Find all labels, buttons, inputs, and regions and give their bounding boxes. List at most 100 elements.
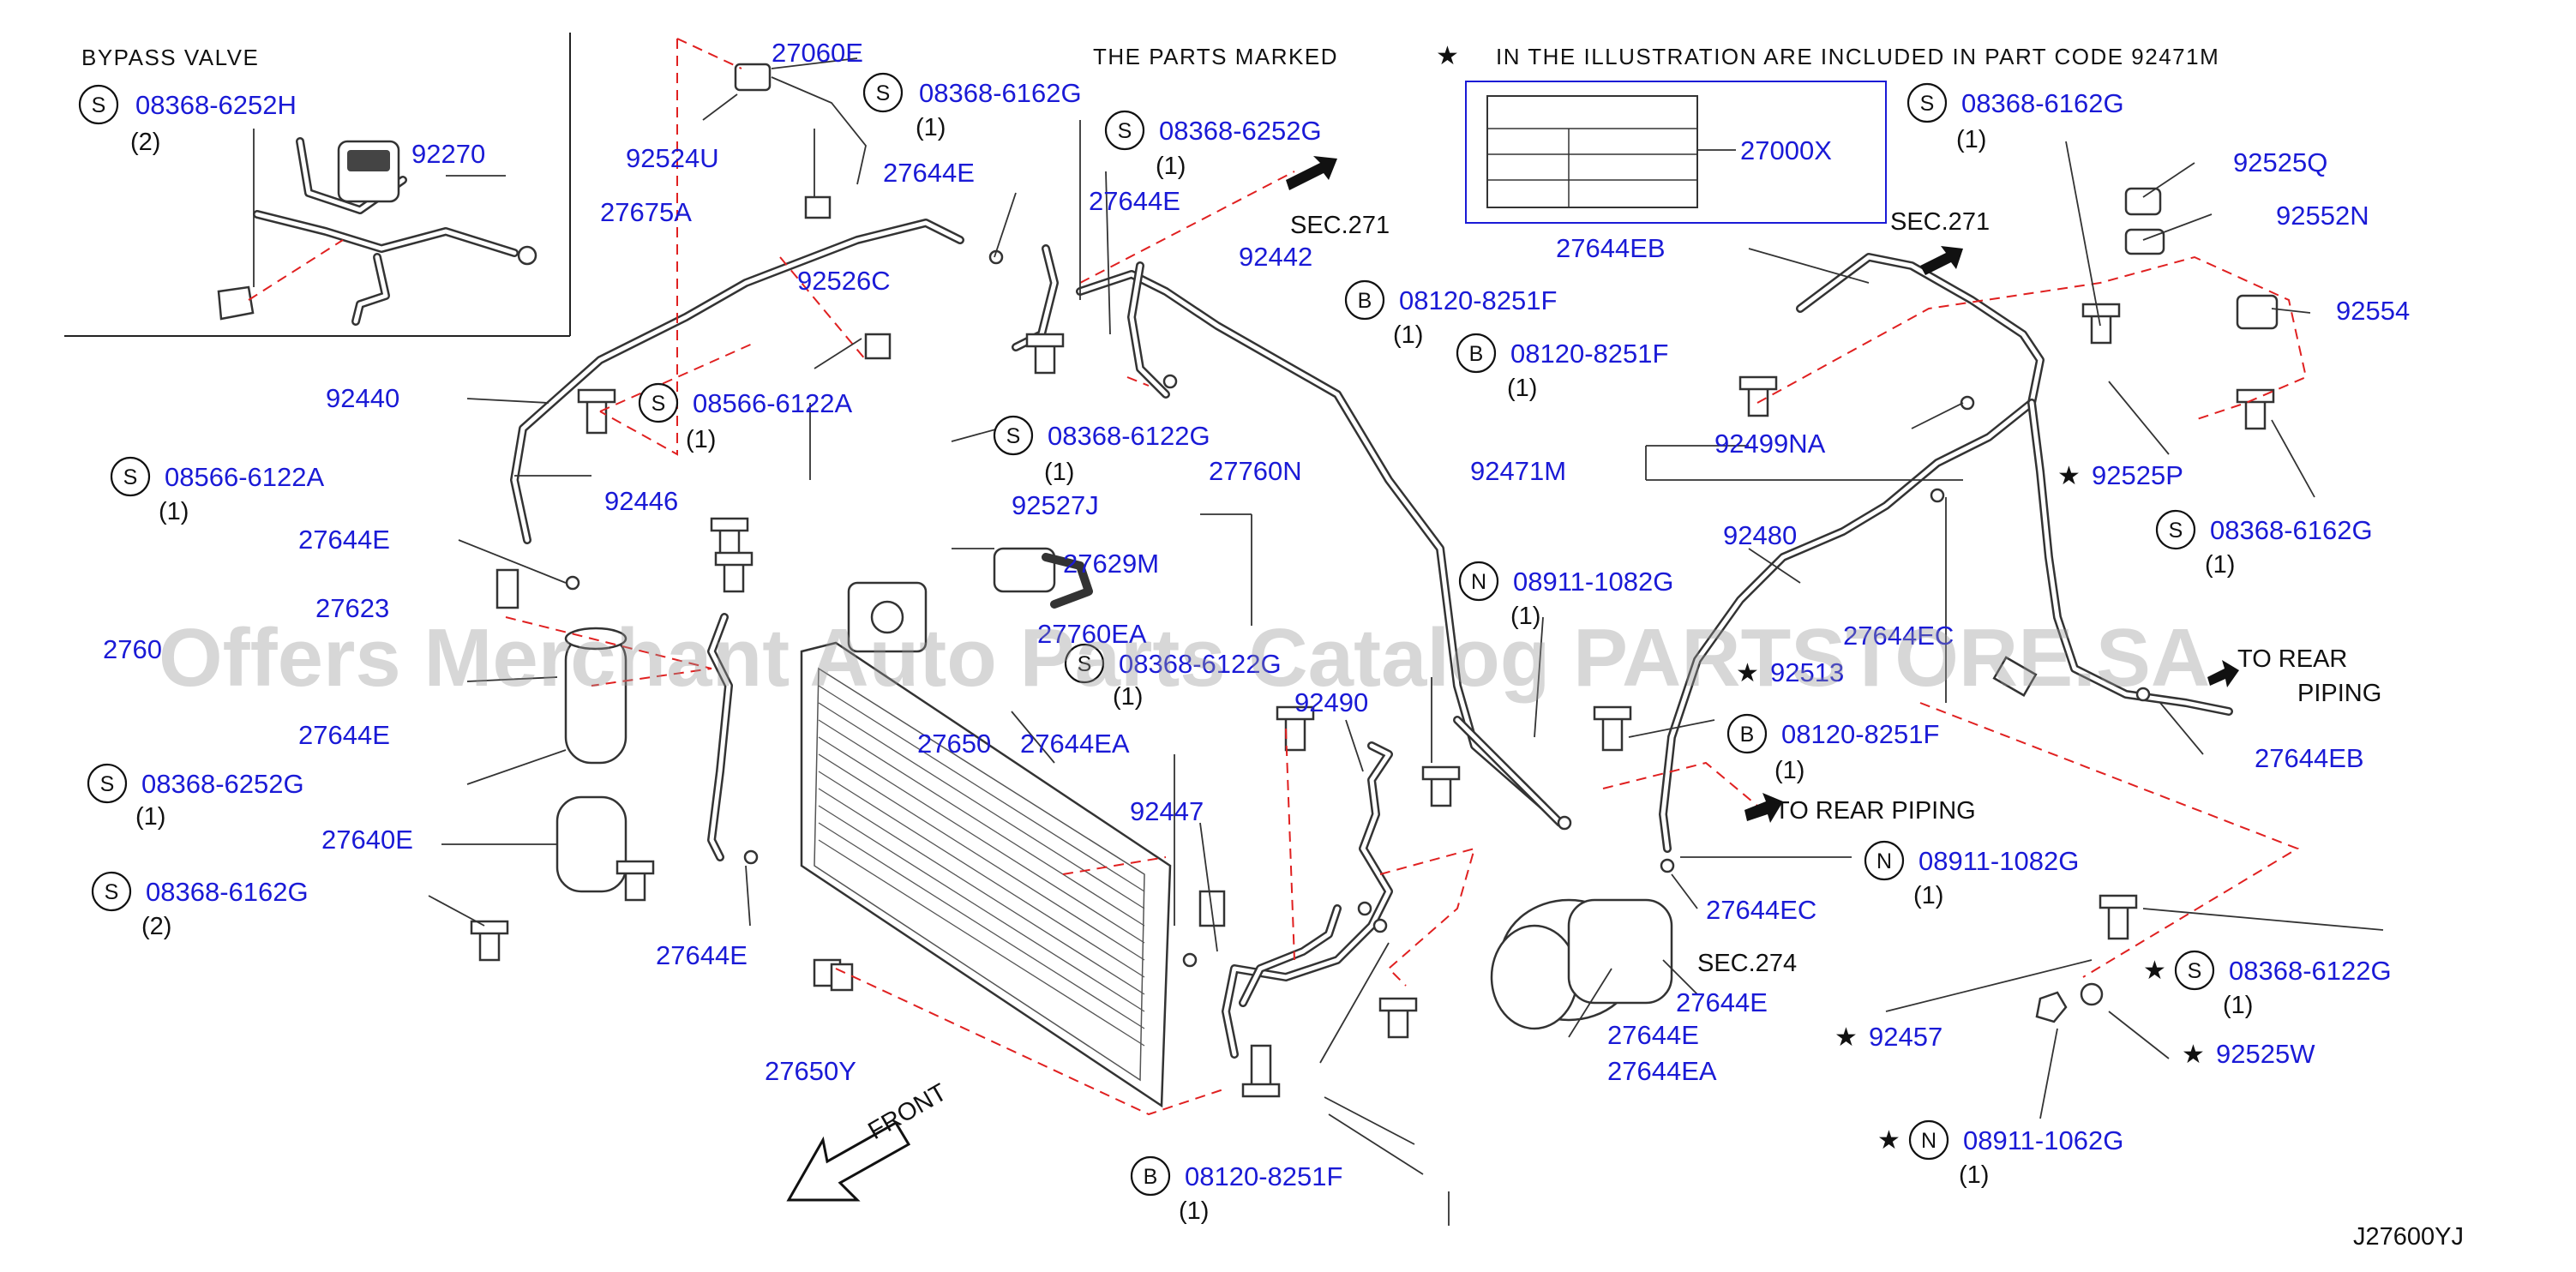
part-label[interactable]: 27629M bbox=[1063, 549, 1159, 579]
section-ref: SEC.271 bbox=[1890, 208, 1990, 236]
part-label[interactable]: 92499NA bbox=[1714, 429, 1826, 459]
svg-text:S: S bbox=[2188, 959, 2202, 983]
leaders bbox=[428, 57, 2384, 1226]
fastener-callout[interactable]: N 08911-1082G (1) bbox=[1864, 840, 2079, 909]
section-ref: SEC.271 bbox=[1290, 212, 1390, 239]
svg-text:(1): (1) bbox=[916, 114, 946, 141]
receiver-drier bbox=[555, 627, 627, 893]
svg-text:08911-1082G: 08911-1082G bbox=[1513, 567, 1673, 597]
part-label[interactable]: 92270 bbox=[411, 139, 485, 169]
part-label[interactable]: 92552N bbox=[2276, 201, 2369, 231]
part-label[interactable]: 27644EC bbox=[1706, 895, 1816, 925]
fastener-callout[interactable]: B 08120-8251F (1) bbox=[1344, 279, 1557, 349]
part-label[interactable]: 27644E bbox=[1089, 186, 1180, 216]
part-label[interactable]: 27644E bbox=[298, 720, 390, 750]
svg-text:S: S bbox=[1920, 92, 1935, 116]
part-label[interactable]: 92525Q bbox=[2233, 147, 2327, 177]
svg-text:08368-6252G: 08368-6252G bbox=[1159, 116, 1322, 146]
part-label[interactable]: 92440 bbox=[326, 383, 399, 413]
arrows bbox=[786, 156, 2239, 1202]
svg-text:S: S bbox=[100, 772, 115, 796]
part-label[interactable]: 92480 bbox=[1723, 520, 1797, 550]
part-label[interactable]: 2760 bbox=[103, 634, 162, 664]
part-label[interactable]: 27640E bbox=[321, 825, 413, 855]
part-label[interactable]: 27644EB bbox=[1556, 233, 1666, 263]
part-label[interactable]: 27650Y bbox=[765, 1056, 856, 1086]
star-icon: ★ bbox=[2143, 956, 2166, 986]
svg-text:08566-6122A: 08566-6122A bbox=[693, 388, 852, 418]
svg-text:B: B bbox=[1740, 723, 1755, 747]
fastener-callout[interactable]: S 08368-6252G (1) bbox=[87, 763, 304, 831]
svg-text:S: S bbox=[92, 93, 106, 117]
svg-text:S: S bbox=[105, 880, 119, 904]
part-label[interactable]: 27644E bbox=[883, 158, 975, 188]
part-label[interactable]: 92527J bbox=[1012, 490, 1099, 520]
fastener-callout[interactable]: S 08368-6252H (2) bbox=[78, 84, 297, 156]
part-label[interactable]: 27644EA bbox=[1020, 729, 1130, 759]
bolt-icon bbox=[217, 285, 255, 321]
fastener-callout[interactable]: N 08911-1082G (1) bbox=[1458, 561, 1673, 630]
part-label[interactable]: 92525W bbox=[2216, 1039, 2315, 1069]
fastener-callout[interactable]: N 08911-1062G (1) bbox=[1908, 1119, 2123, 1189]
svg-text:S: S bbox=[123, 465, 138, 489]
fastener-callout[interactable]: B 08120-8251F (1) bbox=[1726, 713, 1939, 784]
svg-text:08368-6162G: 08368-6162G bbox=[1961, 88, 2124, 118]
part-label[interactable]: 27644E bbox=[1607, 1020, 1699, 1050]
part-label[interactable]: 92447 bbox=[1130, 796, 1204, 826]
part-label[interactable]: 27760EA bbox=[1037, 619, 1147, 649]
svg-text:(1): (1) bbox=[1113, 683, 1143, 711]
svg-text:(1): (1) bbox=[1044, 459, 1074, 486]
part-label[interactable]: 27644EA bbox=[1607, 1056, 1717, 1086]
fastener-callout[interactable]: S 08566-6122A (1) bbox=[110, 456, 324, 525]
part-label[interactable]: 92457 bbox=[1869, 1022, 1943, 1052]
svg-text:(1): (1) bbox=[2223, 992, 2253, 1019]
svg-text:S: S bbox=[2169, 519, 2183, 543]
part-label[interactable]: 92525P bbox=[2092, 460, 2183, 490]
fastener-callout[interactable]: S 08368-6122G (1) bbox=[2174, 950, 2392, 1019]
part-label[interactable]: 92471M bbox=[1470, 456, 1566, 486]
part-label[interactable]: 27644E bbox=[656, 940, 748, 970]
fastener-callout[interactable]: S 08368-6162G (1) bbox=[2155, 509, 2373, 579]
svg-text:08368-6252H: 08368-6252H bbox=[135, 90, 297, 120]
part-label[interactable]: 27675A bbox=[600, 197, 692, 227]
svg-text:08368-6162G: 08368-6162G bbox=[146, 877, 309, 907]
part-label[interactable]: 27000X bbox=[1740, 135, 1832, 165]
svg-text:08368-6122G: 08368-6122G bbox=[1048, 421, 1210, 451]
part-label[interactable]: 27644EB bbox=[2255, 743, 2364, 773]
fastener-callout[interactable]: B 08120-8251F (1) bbox=[1456, 333, 1668, 402]
watermark: Offers Merchant Auto Parts Catalog PARTS… bbox=[159, 612, 2210, 704]
fastener-callout[interactable]: S 08368-6162G (2) bbox=[91, 871, 309, 940]
part-label[interactable]: 92524U bbox=[626, 143, 719, 173]
fastener-callout[interactable]: S 08368-6122G (1) bbox=[1064, 643, 1282, 711]
fastener-callout[interactable]: S 08368-6252G (1) bbox=[1104, 110, 1322, 180]
part-label[interactable]: 92442 bbox=[1239, 242, 1312, 272]
fastener-callout[interactable]: S 08368-6162G (1) bbox=[862, 72, 1082, 141]
bypass-valve-inset: BYPASS VALVE bbox=[64, 33, 571, 337]
part-label[interactable]: 92554 bbox=[2336, 296, 2410, 326]
pipe-routes bbox=[510, 219, 2233, 1059]
part-label[interactable]: 27644E bbox=[1676, 987, 1768, 1017]
part-label[interactable]: 27644E bbox=[298, 525, 390, 555]
svg-text:(1): (1) bbox=[2205, 551, 2235, 579]
part-label[interactable]: 27644EC bbox=[1843, 621, 1954, 651]
fastener-callout[interactable]: B 08120-8251F (1) bbox=[1130, 1155, 1342, 1225]
star-icon: ★ bbox=[1877, 1125, 1900, 1155]
part-label[interactable]: 27060E bbox=[772, 38, 863, 68]
fastener-callout[interactable]: S 08368-6162G (1) bbox=[1906, 82, 2124, 153]
part-label[interactable]: 27650 bbox=[917, 729, 991, 759]
part-label[interactable]: 92526C bbox=[797, 266, 891, 296]
svg-text:(1): (1) bbox=[1393, 321, 1423, 349]
part-label[interactable]: 27623 bbox=[315, 593, 389, 623]
svg-text:S: S bbox=[876, 81, 891, 105]
fastener-callout[interactable]: S 08566-6122A (1) bbox=[638, 382, 852, 453]
part-label[interactable]: 92513 bbox=[1770, 657, 1844, 687]
part-label[interactable]: 27760N bbox=[1209, 456, 1302, 486]
front-label: FRONT bbox=[864, 1078, 952, 1145]
diagram-code: J27600YJ bbox=[2353, 1223, 2464, 1251]
part-label[interactable]: 92490 bbox=[1294, 687, 1368, 717]
o-rings bbox=[565, 249, 2151, 1006]
direction-label: TO REAR bbox=[2237, 645, 2347, 673]
fastener-callout[interactable]: S 08368-6122G (1) bbox=[993, 415, 1210, 486]
part-label[interactable]: 92446 bbox=[604, 486, 678, 516]
